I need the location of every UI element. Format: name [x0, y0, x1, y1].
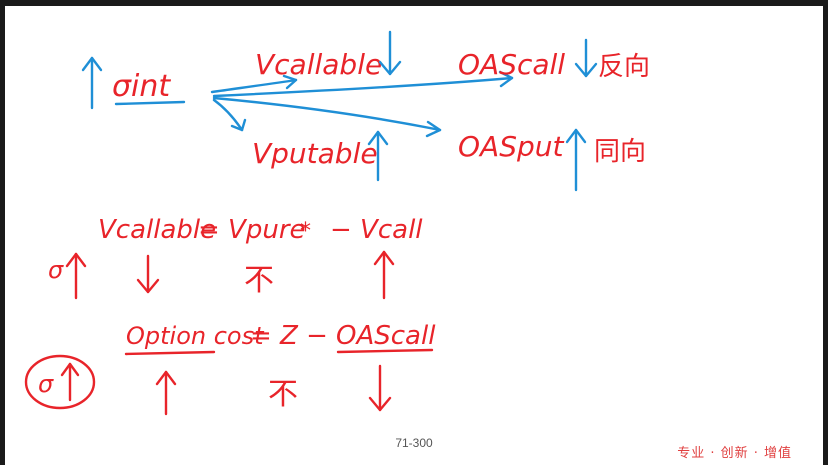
sigma-underline	[114, 100, 186, 106]
eq1-vpure-unchanged: 不	[244, 263, 274, 298]
eq2-equals-z: = Z −	[250, 321, 328, 351]
eq1-sigma: σ	[48, 256, 64, 284]
window-right-border	[823, 0, 828, 465]
eq2-lhs: Option cost	[126, 322, 265, 350]
eq1-vcall-up-arrow	[373, 250, 395, 300]
oas-call-direction: 反向	[598, 52, 650, 82]
fan-arrow-oas-put	[212, 96, 442, 138]
oas-put-up-arrow	[565, 128, 587, 192]
footer-slogan: 专业 · 创新 · 增值	[677, 446, 792, 461]
eq1-lhs: Vcallable	[98, 215, 216, 245]
eq1-sigma-up-arrow	[65, 252, 87, 300]
eq2-sigma: σ	[38, 370, 54, 398]
sigma-up-arrow	[81, 56, 103, 110]
eq1-equals-vpure: = Vpure	[198, 215, 306, 245]
eq1-lhs-down-arrow	[136, 254, 160, 294]
eq1-rhs: − Vcall	[330, 215, 423, 245]
eq2-rhs-underline	[336, 348, 434, 354]
eq2-sigma-circle	[24, 354, 96, 410]
window-left-border	[0, 0, 5, 465]
oas-call-label: OAScall	[458, 48, 565, 81]
page-number: 71-300	[395, 436, 433, 450]
v-putable-label: Vputable	[252, 137, 378, 170]
fan-arrow-callable	[210, 74, 298, 94]
sigma-int-label: σint	[112, 69, 171, 104]
fan-arrow-putable	[212, 98, 247, 132]
eq2-lhs-underline	[124, 350, 216, 356]
v-callable-down-arrow	[378, 30, 402, 76]
v-putable-up-arrow	[367, 130, 389, 182]
fan-arrow-oas-call	[212, 70, 514, 98]
eq2-z-unchanged: 不	[268, 377, 298, 412]
eq2-rhs: OAScall	[336, 321, 436, 351]
v-callable-label: Vcallable	[255, 48, 382, 81]
eq2-oas-down-arrow	[368, 364, 392, 412]
eq1-mark: *	[300, 219, 311, 244]
oas-call-down-arrow	[574, 38, 598, 78]
eq2-sigma-up-arrow	[60, 362, 80, 402]
oas-put-label: OASput	[458, 130, 564, 163]
oas-put-direction: 同向	[594, 137, 646, 167]
window-top-border	[0, 0, 828, 6]
eq2-option-cost-up-arrow	[155, 370, 177, 416]
